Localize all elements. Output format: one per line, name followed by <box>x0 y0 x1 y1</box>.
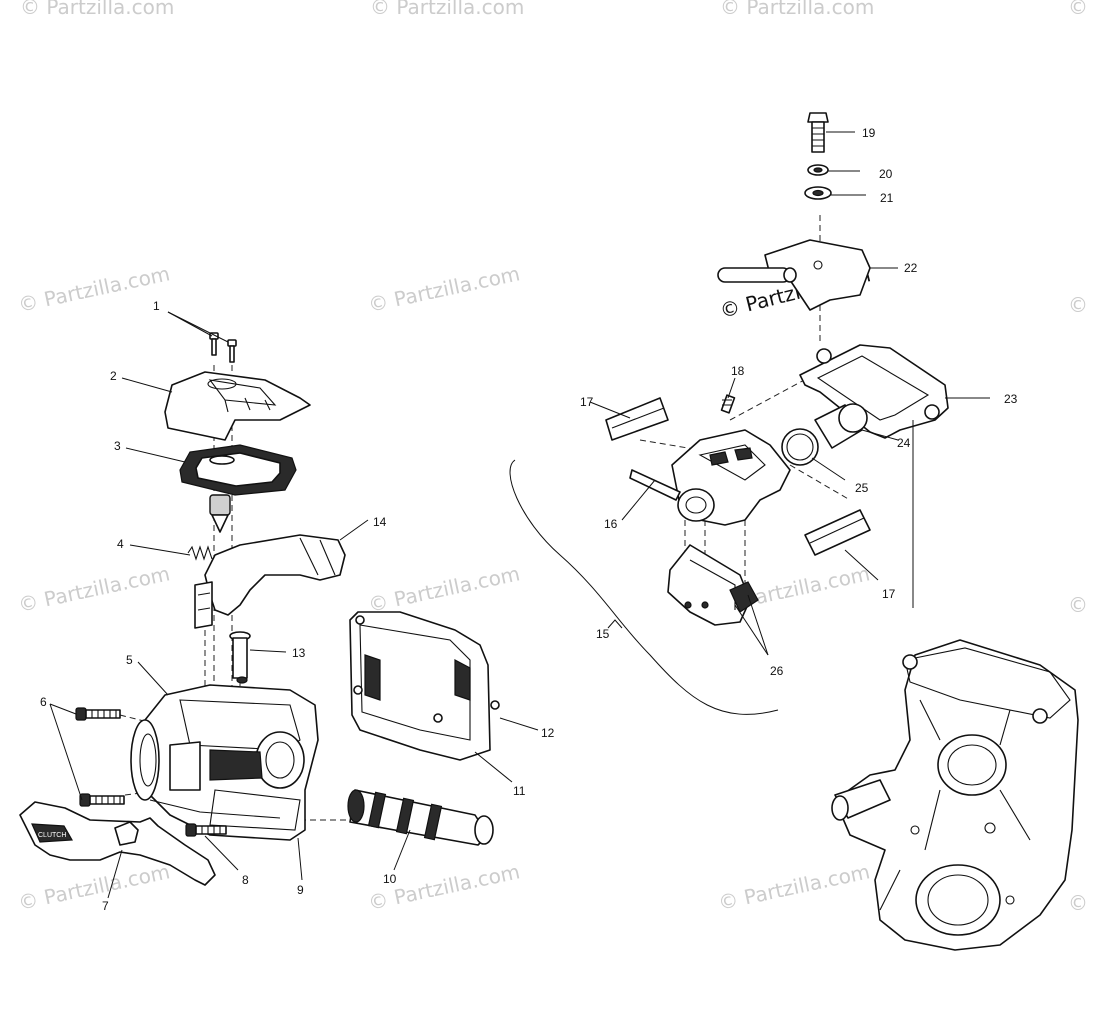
callout-numbers: 1 2 3 4 5 6 7 8 9 10 11 12 13 14 15 16 1… <box>40 126 1018 913</box>
callout-11: 11 <box>513 784 526 798</box>
part-15-assembly-bracket <box>509 459 779 715</box>
part-3-gasket <box>179 444 297 496</box>
watermark-text: © Partzilla.com <box>716 859 872 915</box>
callout-3: 3 <box>114 439 121 453</box>
watermark-text: © Partzilla.com <box>16 561 172 617</box>
callout-10: 10 <box>383 872 397 886</box>
part-22-mounting-bracket <box>717 239 871 311</box>
watermark-text: © Partzilla.com <box>366 859 522 915</box>
callout-16: 16 <box>604 517 618 531</box>
chaincase-housing <box>831 639 1079 951</box>
part-10-grip-sleeve <box>347 789 494 846</box>
callout-19: 19 <box>862 126 876 140</box>
callout-14: 14 <box>373 515 387 529</box>
part-plunger-pin <box>209 494 231 533</box>
part-17-pad-shim-upper <box>605 397 669 441</box>
callout-2: 2 <box>110 369 117 383</box>
watermark-text: © Partzilla.com <box>370 0 524 19</box>
part-25-o-ring <box>781 428 819 466</box>
callout-22: 22 <box>904 261 918 275</box>
watermark-text: © Partzilla.com <box>16 261 172 317</box>
part-13-pivot-pin <box>229 631 251 684</box>
callout-4: 4 <box>117 537 124 551</box>
callout-5: 5 <box>126 653 133 667</box>
watermark-copyright-symbol: © <box>1068 891 1088 915</box>
callout-6: 6 <box>40 695 47 709</box>
callout-17-lower: 17 <box>882 587 896 601</box>
part-23-caliper-frame <box>799 344 949 608</box>
part-4-spring <box>187 545 213 561</box>
part-11-12-side-cover <box>349 611 500 761</box>
lever-decal-text: CLUTCH <box>38 832 66 839</box>
part-5-control-housing <box>130 684 319 841</box>
part-20-lock-washer <box>807 164 829 176</box>
part-26-brake-pads <box>667 544 759 626</box>
watermark-text: © Partzilla.com <box>366 561 522 617</box>
watermark-text: © Partzilla.com <box>20 0 174 19</box>
callout-24: 24 <box>897 436 911 450</box>
part-16-caliper-body <box>629 429 791 526</box>
callout-7: 7 <box>102 899 109 913</box>
watermark-text: © Partzilla.com <box>366 261 522 317</box>
part-14-throttle-lever <box>194 534 346 629</box>
callout-15: 15 <box>596 627 610 641</box>
callout-25: 25 <box>855 481 869 495</box>
callout-9: 9 <box>297 883 304 897</box>
watermark-text: © Partzilla.com <box>720 0 874 19</box>
callout-23: 23 <box>1004 392 1018 406</box>
part-6-screws <box>75 707 125 807</box>
part-7-brake-lever: CLUTCH <box>19 801 216 886</box>
callout-12: 12 <box>541 726 555 740</box>
watermark-text: © Partzilla.com <box>16 859 172 915</box>
callout-18: 18 <box>731 364 745 378</box>
part-17-pad-shim-lower <box>804 509 871 556</box>
watermark-copyright-symbol: © <box>1068 0 1088 19</box>
callout-26: 26 <box>770 664 784 678</box>
watermark-copyright-symbol: © <box>1068 593 1088 617</box>
part-8-screw <box>185 823 227 837</box>
callout-13: 13 <box>292 646 306 660</box>
callout-8: 8 <box>242 873 249 887</box>
callout-1: 1 <box>153 299 160 313</box>
callout-17-upper: 17 <box>580 395 594 409</box>
part-24-piston <box>814 403 868 449</box>
callout-21: 21 <box>880 191 894 205</box>
part-21-flat-washer <box>804 186 832 200</box>
callout-20: 20 <box>879 167 893 181</box>
watermark-copyright-symbol: © <box>1068 293 1088 317</box>
part-2-top-cover <box>164 371 311 441</box>
part-18-bleeder-screw <box>720 394 736 414</box>
part-1-screws <box>209 332 237 363</box>
callout-leader-lines <box>49 131 990 899</box>
part-19-bolt <box>807 112 829 153</box>
